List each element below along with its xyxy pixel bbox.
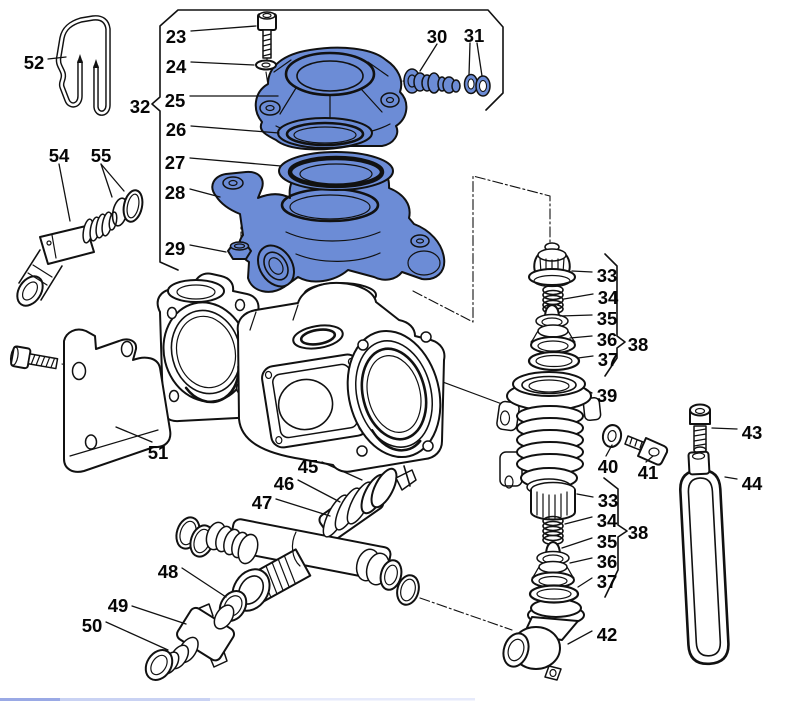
part-label-34-upper: 34 xyxy=(598,287,619,308)
part-label-49: 49 xyxy=(108,595,129,616)
o-ring-37-lower xyxy=(528,584,580,604)
part-label-26: 26 xyxy=(166,119,187,140)
part-label-38-upper: 38 xyxy=(628,334,649,355)
part-label-33-upper: 33 xyxy=(597,265,618,286)
part-label-55: 55 xyxy=(91,145,112,166)
part-label-40: 40 xyxy=(598,456,619,477)
bracket-bolt xyxy=(9,345,59,370)
part-label-32: 32 xyxy=(130,96,151,117)
wire-clip-52 xyxy=(55,15,111,116)
part-label-42: 42 xyxy=(597,624,618,645)
retaining-ring-26 xyxy=(277,117,373,149)
part-label-36-lower: 36 xyxy=(597,551,618,572)
valve-kit-upper xyxy=(527,242,581,372)
mounting-bracket-51 xyxy=(63,328,172,473)
part-label-35-lower: 35 xyxy=(597,531,618,552)
part-label-48: 48 xyxy=(158,561,179,582)
part-label-29: 29 xyxy=(165,238,186,259)
part-label-43: 43 xyxy=(742,422,763,443)
valve-housing-39 xyxy=(496,371,602,496)
head-bolt-23 xyxy=(257,11,277,59)
crankcase-main-body xyxy=(236,281,446,473)
part-label-38-lower: 38 xyxy=(628,522,649,543)
part-label-37-upper: 37 xyxy=(598,349,619,370)
diaphragm-27 xyxy=(278,151,394,191)
part-label-24: 24 xyxy=(166,56,187,77)
part-label-27: 27 xyxy=(165,152,186,173)
part-label-28: 28 xyxy=(165,182,186,203)
part-label-34-lower: 34 xyxy=(597,510,618,531)
part-label-41: 41 xyxy=(638,462,659,483)
part-label-37-lower: 37 xyxy=(597,571,618,592)
hose-clamp-45 xyxy=(360,465,417,515)
valve-kit-lower xyxy=(530,481,576,589)
plug-screw-43 xyxy=(689,403,711,454)
part-label-46: 46 xyxy=(274,473,295,494)
hose-sleeve-46 xyxy=(322,481,374,538)
socket-screw-41 xyxy=(624,435,669,466)
bracket-38-lower xyxy=(603,477,628,598)
washer-24 xyxy=(255,59,277,71)
part-labels: 23 24 25 26 27 28 29 32 30 31 52 54 55 5… xyxy=(24,25,763,645)
part-label-54: 54 xyxy=(49,145,70,166)
part-label-33-lower: 33 xyxy=(598,490,619,511)
elbow-fitting-54 xyxy=(16,211,118,307)
part-label-51: 51 xyxy=(148,442,169,463)
seal-rings-55 xyxy=(111,189,144,227)
outlet-elbow-42 xyxy=(502,598,585,681)
footer-bar xyxy=(0,698,475,701)
pump-body-28 xyxy=(211,158,446,293)
part-label-31: 31 xyxy=(464,25,485,46)
washer-40 xyxy=(601,424,623,448)
part-label-44: 44 xyxy=(742,473,763,494)
part-label-50: 50 xyxy=(82,615,103,636)
part-label-45: 45 xyxy=(298,456,319,477)
part-label-47: 47 xyxy=(252,492,273,513)
cam-coupling-49 xyxy=(176,603,236,668)
crankcase-left-cover xyxy=(156,272,260,423)
bracket-38-upper xyxy=(604,253,626,377)
part-label-30: 30 xyxy=(427,26,448,47)
part-label-36-upper: 36 xyxy=(597,329,618,350)
part-label-39: 39 xyxy=(597,385,618,406)
cylinder-flange xyxy=(346,329,442,459)
strap-loop-44 xyxy=(679,450,730,666)
part-label-52: 52 xyxy=(24,52,45,73)
leader-lines xyxy=(47,25,738,651)
seal-rings-31 xyxy=(463,73,491,97)
valve-washer-stack-30 xyxy=(403,68,461,94)
part-label-35-upper: 35 xyxy=(597,308,618,329)
nut-29 xyxy=(227,241,252,260)
hose-tail-50 xyxy=(144,636,199,681)
part-label-23: 23 xyxy=(166,26,187,47)
part-label-25: 25 xyxy=(165,90,186,111)
valve-port-spout xyxy=(257,244,295,288)
kit-frame-32 xyxy=(151,9,504,271)
